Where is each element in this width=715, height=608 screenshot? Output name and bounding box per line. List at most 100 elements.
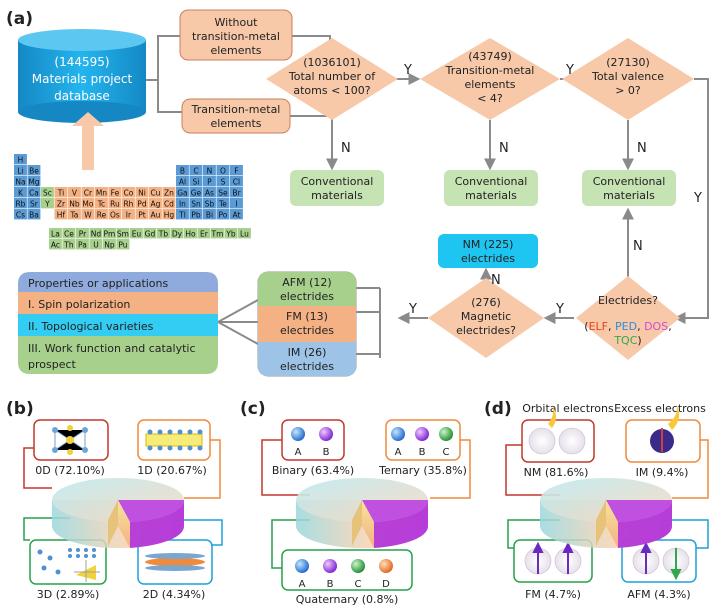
element-cell (103, 228, 116, 239)
svg-text:(1036101): (1036101) (303, 56, 361, 69)
element-cell (49, 239, 62, 250)
element-symbol: Zr (57, 199, 66, 208)
element-symbol: Pu (118, 240, 127, 249)
element-symbol: Th (63, 240, 74, 249)
element-cell (216, 187, 230, 198)
element-symbol: Pd (137, 199, 147, 208)
element-cell (135, 198, 149, 209)
filter-without-tm: Without transition-metal elements (179, 9, 293, 61)
svg-text:> 0?: > 0? (615, 84, 641, 97)
element-symbol: Fe (111, 188, 120, 197)
box-binary (281, 419, 345, 461)
svg-text:Without: Without (215, 16, 259, 29)
element-cell (108, 209, 122, 220)
element-symbol: Ga (177, 188, 187, 197)
element-symbol: Ho (185, 229, 196, 238)
svg-text:B: B (419, 447, 426, 458)
svg-text:B: B (323, 447, 330, 458)
element-cell (203, 176, 216, 187)
element-symbol: Lu (240, 229, 249, 238)
panel-label-c: (c) (240, 399, 266, 419)
element-cell (211, 228, 224, 239)
element-symbol: Hg (164, 210, 175, 219)
element-cell (49, 228, 62, 239)
im-line1: IM (26) (288, 346, 327, 359)
element-symbol: Sn (191, 199, 201, 208)
element-symbol: As (205, 188, 214, 197)
svg-text:NM (225): NM (225) (463, 238, 514, 251)
conventional-box-2: Conventional materials (444, 170, 538, 206)
svg-text:Y: Y (408, 302, 417, 317)
element-symbol: O (220, 166, 226, 175)
pie-slice-highlight (118, 500, 185, 522)
element-symbol: Ni (138, 188, 146, 197)
element-symbol: W (84, 210, 92, 219)
pie-cut-face-2 (596, 500, 606, 546)
label-im: IM (9.4%) (636, 466, 689, 479)
element-symbol: P (207, 177, 212, 186)
pie-cut-face (362, 500, 374, 548)
methods-line: (ELF, PED, DOS, (584, 320, 671, 333)
element-symbol: At (232, 210, 240, 219)
element-cell (230, 187, 243, 198)
element-cell (103, 239, 116, 250)
element-cell (216, 176, 230, 187)
element-symbol: Mn (96, 188, 107, 197)
element-cell (135, 187, 149, 198)
element-symbol: Co (124, 188, 134, 197)
svg-text:Total valence: Total valence (591, 70, 664, 83)
element-symbol: Ta (69, 210, 78, 219)
method-dos: DOS (644, 320, 668, 333)
svg-text:Conventional: Conventional (593, 175, 666, 188)
pie-cut-face-2 (352, 500, 362, 546)
element-cell (135, 209, 149, 220)
magnetic-types-stack: AFM (12) electrides FM (13) electrides I… (257, 271, 357, 377)
svg-text:materials: materials (465, 189, 517, 202)
decision-atoms: (1036101) Total number of atoms < 100? (266, 38, 398, 120)
element-cell (27, 176, 41, 187)
properties-box: Properties or applications I. Spin polar… (18, 272, 218, 374)
svg-text:materials: materials (311, 189, 363, 202)
element-symbol: Zn (164, 188, 174, 197)
element-cell (224, 228, 238, 239)
element-symbol: Pa (78, 240, 87, 249)
property-iii-cont: prospect (28, 358, 77, 371)
element-symbol: Br (232, 188, 241, 197)
property-iii: III. Work function and catalytic (28, 342, 196, 355)
element-cell (176, 187, 189, 198)
element-symbol: Rh (123, 199, 133, 208)
element-symbol: Po (219, 210, 228, 219)
svg-text:D: D (382, 579, 390, 590)
panel-label-d: (d) (484, 399, 512, 419)
svg-text:elements: elements (210, 117, 261, 130)
panel-label-b: (b) (6, 399, 34, 419)
box-quaternary (281, 549, 413, 591)
element-symbol: Tm (211, 229, 224, 238)
element-cell (238, 228, 251, 239)
element-symbol: Ca (29, 188, 39, 197)
element-symbol: I (235, 199, 237, 208)
element-symbol: H (18, 155, 24, 164)
element-cell (14, 165, 27, 176)
element-symbol: Rb (15, 199, 25, 208)
element-cell (130, 228, 143, 239)
database-cylinder: (144595) Materials project database (18, 29, 146, 123)
element-symbol: In (179, 199, 186, 208)
element-symbol: Mo (82, 199, 93, 208)
element-cell (216, 209, 230, 220)
label-2d: 2D (4.34%) (143, 588, 206, 601)
element-symbol: Tl (178, 210, 186, 219)
pie-slice-highlight (362, 500, 429, 522)
svg-text:Total number of: Total number of (288, 70, 376, 83)
element-symbol: Ge (191, 188, 202, 197)
pie-cut-face (118, 500, 130, 548)
svg-text:Transition-metal: Transition-metal (191, 103, 281, 116)
label-binary: Binary (63.4%) (272, 464, 354, 477)
panel-label-a: (a) (6, 9, 33, 29)
label-quaternary: Quaternary (0.8%) (296, 593, 399, 606)
element-symbol: Sb (205, 199, 215, 208)
element-symbol: Y (44, 199, 50, 208)
property-ii: II. Topological varieties (28, 320, 154, 333)
element-symbol: Re (97, 210, 107, 219)
